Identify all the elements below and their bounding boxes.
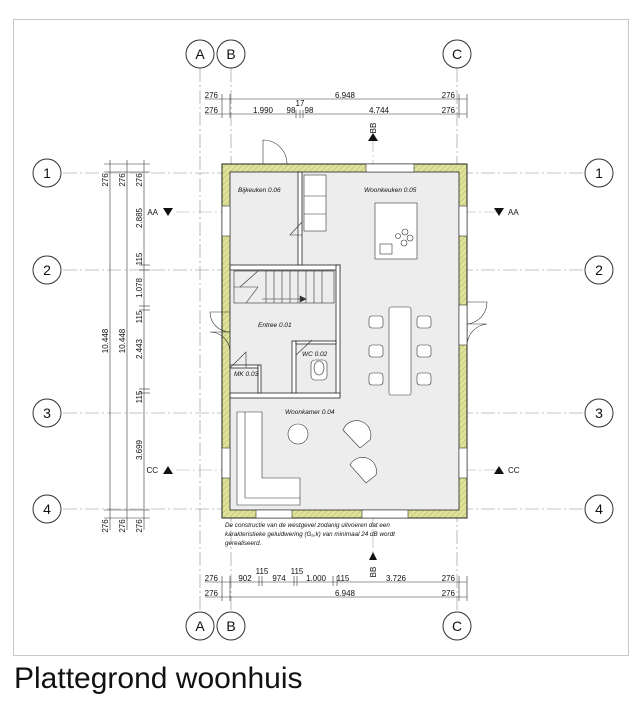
svg-text:B: B — [226, 46, 235, 62]
room-label-wc: WC 0.02 — [302, 351, 328, 358]
svg-text:De constructie van de westgeve: De constructie van de westgevel zodanig … — [225, 522, 390, 529]
dim-top-detail-d: 98 — [305, 106, 314, 115]
dim-left-total: 10.448 — [101, 328, 110, 353]
grid-bubble-4-right: 4 — [584, 494, 614, 524]
grid-bubble-b-top: B — [216, 39, 246, 69]
svg-text:karakteristieke geluidwering (: karakteristieke geluidwering (Gₐ;k) van … — [225, 531, 395, 538]
building — [221, 163, 468, 519]
grid-bubble-3-right: 3 — [584, 398, 614, 428]
dim-left-end-top-a: 276 — [101, 173, 110, 187]
section-marker-bb-top: BB — [368, 123, 378, 141]
dim-top-total-left: 276 — [205, 91, 219, 100]
dim-left-mid: 10.448 — [118, 328, 127, 353]
grid-bubble-1-left: 1 — [32, 158, 62, 188]
left-dimensions — [104, 160, 150, 530]
dim-left-detail-0: 276 — [135, 173, 144, 187]
dim-bottom-detail-b: 115 — [256, 567, 269, 576]
dim-top-total-mid: 6.948 — [335, 91, 356, 100]
dim-bottom-detail-right: 276 — [442, 574, 456, 583]
svg-text:C: C — [452, 46, 462, 62]
grid-bubble-a-top: A — [185, 39, 215, 69]
svg-text:2: 2 — [43, 262, 51, 278]
svg-text:3: 3 — [595, 405, 603, 421]
dim-bottom-detail-a: 902 — [238, 574, 252, 583]
dim-bottom-detail-left: 276 — [205, 574, 219, 583]
svg-text:C: C — [452, 618, 462, 634]
svg-text:2: 2 — [595, 262, 603, 278]
svg-text:CC: CC — [508, 466, 520, 475]
top-dimensions — [205, 94, 468, 118]
svg-text:B: B — [226, 618, 235, 634]
room-label-mk: MK 0.03 — [234, 371, 259, 378]
grid-bubble-c-top: C — [442, 39, 472, 69]
svg-text:AA: AA — [147, 208, 158, 217]
dim-bottom-detail-f: 115 — [337, 574, 350, 583]
dim-left-detail-3: 1.078 — [135, 277, 144, 298]
dim-left-detail-6: 115 — [135, 390, 144, 403]
grid-bubble-2-right: 2 — [584, 255, 614, 285]
svg-text:4: 4 — [43, 501, 51, 517]
section-marker-aa-right: AA — [494, 208, 519, 217]
dim-bottom-total-right: 276 — [442, 589, 456, 598]
dim-left-end-bottom-a: 276 — [101, 519, 110, 533]
dim-top-detail-right: 276 — [442, 106, 456, 115]
dim-bottom-total-left: 276 — [205, 589, 219, 598]
section-marker-bb-bottom: BB — [369, 552, 378, 577]
section-marker-aa-left: AA — [147, 208, 173, 217]
svg-text:A: A — [195, 618, 205, 634]
room-label-entree: Entree 0.01 — [258, 322, 292, 329]
dim-top-detail-b: 98 — [287, 106, 296, 115]
construction-note: De constructie van de westgevel zodanig … — [225, 522, 395, 547]
dim-left-detail-2: 115 — [135, 252, 144, 265]
furniture — [236, 174, 432, 506]
section-marker-cc-right: CC — [494, 466, 520, 475]
dim-bottom-detail-g: 3.726 — [386, 574, 407, 583]
grid-bubble-c-bottom: C — [442, 611, 472, 641]
dim-top-detail-a: 1.990 — [253, 106, 274, 115]
section-marker-cc-left: CC — [146, 466, 173, 475]
dim-left-detail-8: 276 — [135, 519, 144, 533]
svg-text:BB: BB — [369, 567, 378, 578]
grid-bubble-b-bottom: B — [216, 611, 246, 641]
room-label-woonkamer: Woonkamer 0.04 — [285, 409, 335, 416]
drawing-frame — [13, 19, 629, 656]
dim-left-detail-7: 3.699 — [135, 439, 144, 460]
floor-plan: A B C A B C 1 2 3 4 1 2 — [32, 39, 614, 641]
svg-text:CC: CC — [146, 466, 158, 475]
dim-top-detail-c: 17 — [296, 99, 305, 108]
dim-bottom-detail-e: 1.000 — [306, 574, 327, 583]
svg-text:3: 3 — [43, 405, 51, 421]
grid-bubble-a-bottom: A — [185, 611, 215, 641]
grid-bubble-4-left: 4 — [32, 494, 62, 524]
dim-left-detail-4: 115 — [135, 310, 144, 323]
dim-left-detail-1: 2.885 — [135, 207, 144, 228]
dim-bottom-detail-d: 115 — [291, 567, 304, 576]
grid-bubble-3-left: 3 — [32, 398, 62, 428]
dim-top-total-right: 276 — [442, 91, 456, 100]
dim-top-detail-e: 4.744 — [369, 106, 390, 115]
svg-text:1: 1 — [43, 165, 51, 181]
svg-text:4: 4 — [595, 501, 603, 517]
bottom-dimensions — [205, 576, 468, 601]
grid-bubble-2-left: 2 — [32, 255, 62, 285]
svg-text:A: A — [195, 46, 205, 62]
svg-text:1: 1 — [595, 165, 603, 181]
grid-bubble-1-right: 1 — [584, 158, 614, 188]
drawing-caption: Plattegrond woonhuis — [14, 662, 303, 695]
dim-bottom-detail-c: 974 — [272, 574, 286, 583]
dim-left-detail-5: 2.443 — [135, 338, 144, 359]
dim-bottom-total-mid: 6.948 — [335, 589, 356, 598]
dim-top-detail-left: 276 — [205, 106, 219, 115]
svg-text:gerealiseerd.: gerealiseerd. — [225, 540, 261, 547]
svg-text:AA: AA — [508, 208, 519, 217]
doors — [209, 139, 488, 369]
room-label-bijkeuken: Bijkeuken 0.06 — [238, 187, 281, 194]
dim-left-end-top-b: 276 — [118, 173, 127, 187]
dim-left-end-bottom-b: 276 — [118, 519, 127, 533]
windows — [221, 163, 468, 519]
svg-text:BB: BB — [369, 123, 378, 134]
stair — [233, 270, 335, 304]
room-label-woonkeuken: Woonkeuken 0.05 — [364, 187, 417, 194]
interior-walls — [229, 171, 341, 399]
